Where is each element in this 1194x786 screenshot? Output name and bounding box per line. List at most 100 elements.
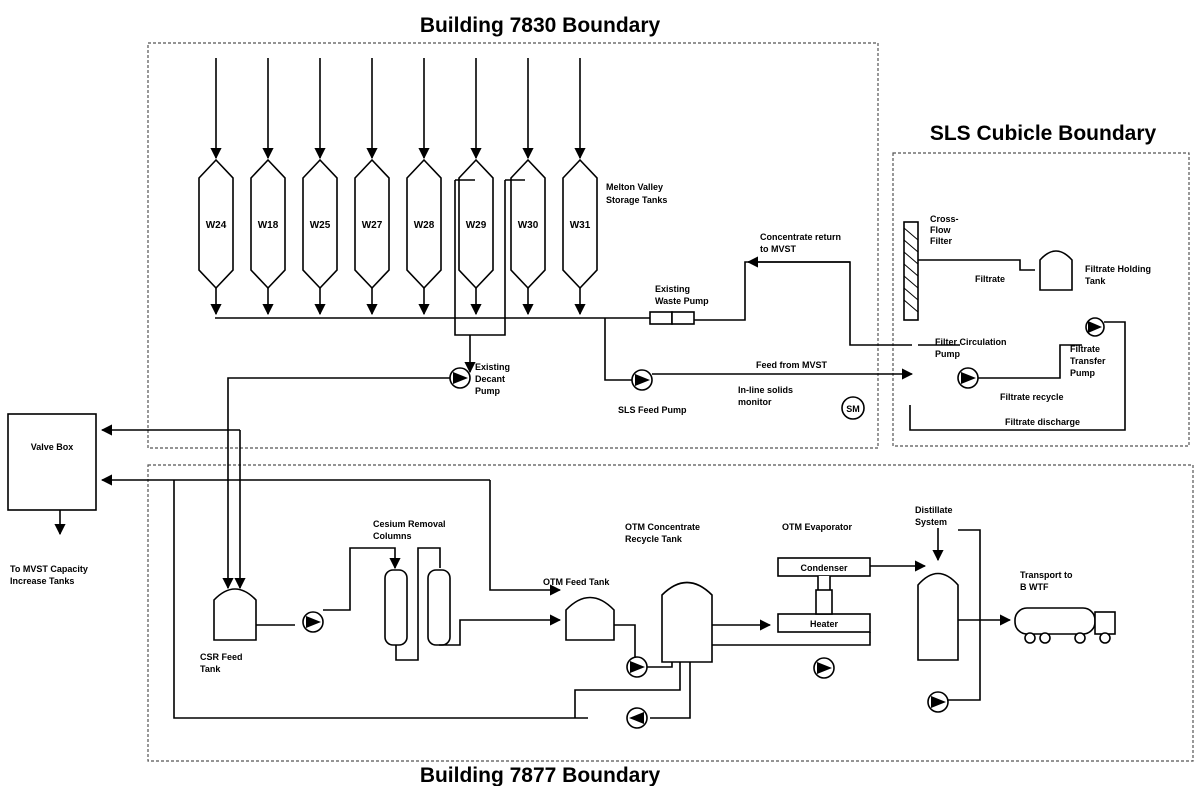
heater-return-pipe: [712, 632, 871, 646]
evaporator-column-icon: [815, 589, 833, 615]
sls-feed-pump-label: SLS Feed Pump: [618, 405, 687, 415]
csr-feed-tank-icon: [213, 588, 257, 641]
decant-pump-label-1: Existing: [475, 362, 510, 372]
sls-feed-pump-arrow-icon: [635, 374, 650, 386]
crossflow-label-3: Filter: [930, 236, 953, 246]
crossflow-label-2: Flow: [930, 225, 951, 235]
decant-pump-label-2: Decant: [475, 374, 505, 384]
mvst-capacity-label-1: To MVST Capacity: [10, 564, 88, 574]
to-columns-pipe: [323, 547, 401, 611]
cesium-column-1-icon: [384, 569, 408, 646]
filter-circ-label-1: Filter Circulation: [935, 337, 1007, 347]
filtrate-transfer-pump-arrow-icon: [1088, 321, 1102, 333]
decant-pump-label-3: Pump: [475, 386, 501, 396]
building-7877-title: Building 7877 Boundary: [420, 764, 661, 786]
existing-waste-pump-icon: [649, 311, 673, 325]
transport-label-1: Transport to: [1020, 570, 1073, 580]
recycle-return-pipe: [574, 662, 681, 718]
filtrate-transfer-label-1: Filtrate: [1070, 344, 1100, 354]
concentrate-recycle-arrow-icon: [629, 712, 644, 724]
crossflow-label-1: Cross-: [930, 214, 959, 224]
building-7830-title: Building 7830 Boundary: [420, 14, 661, 37]
decant-return-pipe: [454, 180, 506, 336]
decant-pump-arrow-icon: [453, 372, 468, 384]
filtrate-recycle-label: Filtrate recycle: [1000, 392, 1064, 402]
distillate-loop-pipe: [948, 529, 981, 701]
solids-monitor-badge: SM: [846, 404, 860, 414]
tank-label: W30: [518, 220, 539, 231]
mvst-capacity-label-2: Increase Tanks: [10, 576, 74, 586]
tank-label: W18: [258, 220, 279, 231]
tank-label: W29: [466, 220, 487, 231]
to-otm-feed-pipe: [439, 614, 562, 646]
existing-waste-pump-motor-icon: [671, 311, 695, 325]
inline-solids-label-1: In-line solids: [738, 385, 793, 395]
storage-tank-icon: [458, 158, 494, 290]
csr-feed-label-1: CSR Feed: [200, 652, 243, 662]
distillate-pump-arrow-icon: [931, 696, 946, 708]
otm-concentrate-tank-icon: [661, 581, 713, 663]
filter-circ-label-2: Pump: [935, 349, 961, 359]
filtrate-discharge-pipe: [909, 321, 1126, 431]
otm-feed-label: OTM Feed Tank: [543, 577, 610, 587]
cesium-column-2-icon: [427, 569, 451, 646]
otm-feed-tank-icon: [565, 596, 615, 641]
sls-feed-suction-pipe: [604, 318, 632, 381]
concentrate-return-label-1: Concentrate return: [760, 232, 841, 242]
distillate-label-2: System: [915, 517, 947, 527]
filtrate-discharge-label: Filtrate discharge: [1005, 417, 1080, 427]
tank-label: W28: [414, 220, 435, 231]
valve-box-icon: [7, 413, 97, 511]
crossflow-filter-icon: [903, 221, 919, 321]
csr-feed-label-2: Tank: [200, 664, 221, 674]
existing-waste-pump-label-2: Waste Pump: [655, 296, 709, 306]
otm-feed-pump-arrow-icon: [630, 661, 645, 673]
transport-label-2: B WTF: [1020, 582, 1049, 592]
inline-solids-label-2: monitor: [738, 397, 772, 407]
cesium-label-1: Cesium Removal: [373, 519, 446, 529]
transport-truck-icon: [1014, 607, 1116, 644]
column-crossover-pipe: [395, 547, 441, 661]
sls-cubicle-title: SLS Cubicle Boundary: [930, 122, 1157, 145]
solids-monitor-icon: [841, 396, 865, 420]
otm-concentrate-label-1: OTM Concentrate: [625, 522, 700, 532]
filtrate-holding-label-2: Tank: [1085, 276, 1106, 286]
sls-cubicle-boundary: [892, 152, 1190, 447]
storage-tank-icon: [250, 158, 286, 290]
filtrate-transfer-label-2: Transfer: [1070, 356, 1106, 366]
existing-waste-pump-label-1: Existing: [655, 284, 690, 294]
otm-concentrate-label-2: Recycle Tank: [625, 534, 683, 544]
concentrate-recycle-pipe: [650, 662, 691, 719]
mvst-tank-group: W24 W18 W25 W27 W28 W29 W30 W31: [198, 58, 598, 316]
building-7830-boundary: [147, 42, 879, 449]
concentrate-return-label-2: to MVST: [760, 244, 796, 254]
feed-from-mvst-label: Feed from MVST: [756, 360, 828, 370]
building-7877-boundary: [147, 464, 1194, 762]
heater-label: Heater: [810, 619, 839, 629]
tank-label: W25: [310, 220, 331, 231]
recycle-loop-pipe: [173, 480, 588, 719]
tank-label: W24: [206, 220, 227, 231]
condenser-label: Condenser: [800, 563, 848, 573]
filter-circ-pump-arrow-icon: [961, 372, 976, 384]
filter-hatch: [903, 227, 919, 313]
storage-tank-icon: [302, 158, 338, 290]
tank-label: W27: [362, 220, 383, 231]
cesium-label-2: Columns: [373, 531, 412, 541]
decant-to-csr-pipe: [222, 377, 450, 590]
filtrate-label: Filtrate: [975, 274, 1005, 284]
tank-label: W31: [570, 220, 591, 231]
concentrate-return-pipe: [694, 261, 912, 346]
csr-pump-arrow-icon: [306, 616, 321, 628]
filtrate-holding-tank-icon: [1039, 250, 1073, 291]
filtrate-transfer-label-3: Pump: [1070, 368, 1096, 378]
storage-tank-icon: [562, 158, 598, 290]
storage-tank-icon: [198, 158, 234, 290]
storage-tank-icon: [510, 158, 546, 290]
mvst-label-line1: Melton Valley: [606, 182, 663, 192]
storage-tank-icon: [354, 158, 390, 290]
distillate-tank-icon: [917, 572, 959, 661]
otm-feed-out-pipe: [614, 624, 636, 658]
valve-box-feed-pipe: [489, 480, 562, 596]
